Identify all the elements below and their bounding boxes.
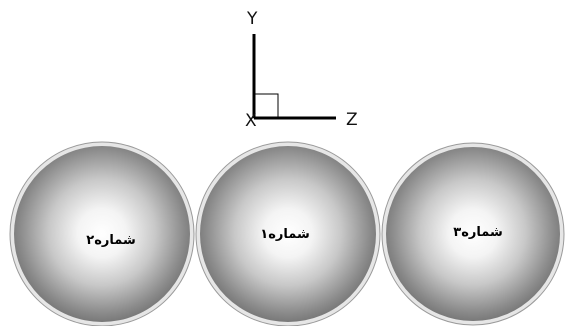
y-axis-label: Y xyxy=(246,9,258,29)
sphere-1: شماره۱ xyxy=(195,141,381,326)
sphere-2-body xyxy=(14,146,190,322)
sphere-3-label: شماره۳ xyxy=(453,225,502,240)
z-axis-label: Z xyxy=(346,110,358,130)
sphere-2-label: شماره۲ xyxy=(86,233,135,248)
sphere-2: شماره۲ xyxy=(9,141,195,326)
coordinate-axes: Y X Z xyxy=(245,9,358,131)
sphere-3-body xyxy=(386,147,560,321)
sphere-3: شماره۳ xyxy=(381,142,565,326)
x-axis-label: X xyxy=(245,111,257,131)
sphere-1-label: شماره۱ xyxy=(260,227,309,242)
sphere-1-body xyxy=(200,146,376,322)
right-angle-marker xyxy=(253,93,279,119)
